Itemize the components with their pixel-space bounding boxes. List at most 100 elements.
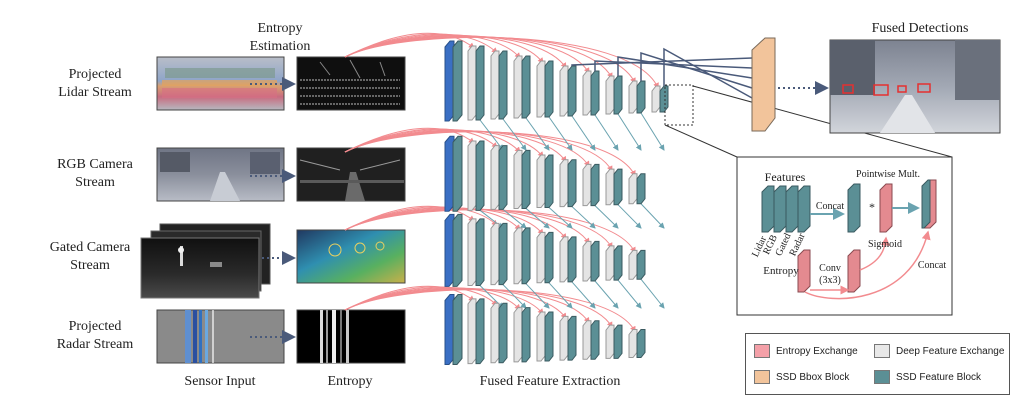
ssd-feature-block [567, 159, 577, 208]
deep-feature-block [582, 70, 592, 116]
feature-exchange-line [594, 114, 619, 151]
legend-item-deep-feature-exchange: Deep Feature Exchange [874, 344, 1004, 358]
feature-block-group [582, 163, 600, 207]
feature-exchange-line [640, 203, 665, 229]
ssd-bbox-block [751, 37, 776, 132]
legend: Entropy Exchange Deep Feature Exchange S… [745, 333, 1010, 395]
deep-feature-block [559, 236, 569, 283]
ssd-feature-block [475, 45, 485, 121]
deep-feature-block [582, 240, 592, 282]
legend-swatch [754, 344, 770, 358]
feature-block-group [444, 294, 463, 365]
deep-feature-block [490, 50, 500, 120]
deep-feature-block [628, 173, 638, 205]
ssd-feature-block [590, 163, 600, 207]
feature-exchange-line [548, 282, 573, 309]
feature-exchange-line [502, 284, 527, 309]
ssd-feature-block [475, 218, 485, 286]
feature-block-group [628, 80, 646, 114]
deep-feature-block [490, 302, 500, 364]
deep-feature-block [467, 45, 477, 121]
gated-entropy-image [296, 229, 406, 284]
radar-entropy-image [296, 309, 406, 364]
ssd-feature-block [567, 65, 577, 117]
detail-entropy-label: Entropy [763, 265, 799, 277]
detail-sigmoid-label: Sigmoid [868, 239, 902, 250]
detail-focus-box [664, 84, 694, 126]
feature-block-group [490, 222, 508, 286]
entropy-label: Entropy [327, 374, 373, 389]
deep-feature-block [582, 163, 592, 207]
deep-feature-block [605, 75, 615, 115]
feature-exchange-line [502, 208, 527, 229]
deep-feature-block [536, 311, 546, 362]
fused-feature-extraction-label: Fused Feature Extraction [479, 374, 621, 389]
detail-sigmoid-block [879, 183, 893, 233]
entropy-exchange-arrows [344, 32, 659, 333]
deep-feature-block [628, 80, 638, 114]
feature-block-group [536, 311, 554, 362]
entropy-arrow [344, 36, 659, 89]
deep-feature-block [467, 218, 477, 286]
feature-block-group [444, 135, 463, 212]
entropy-arrow [344, 209, 636, 254]
feature-exchange-line [525, 283, 550, 309]
rgb-entropy-image [296, 147, 406, 202]
feature-block-group [467, 140, 485, 211]
feature-block-group [444, 40, 463, 122]
legend-item-entropy-exchange: Entropy Exchange [754, 344, 858, 358]
ssd-feature-block [521, 149, 531, 209]
feature-block-group [536, 154, 554, 208]
deep-feature-block [651, 85, 661, 113]
ssd-feature-block [659, 85, 669, 113]
feature-block-group [582, 240, 600, 282]
ssd-feature-block [544, 154, 554, 208]
feature-block-group [536, 231, 554, 284]
ssd-feature-block [636, 80, 646, 114]
ssd-feature-block [613, 75, 623, 115]
feature-block-group [513, 227, 531, 285]
stream-label-lidar: Projected Lidar Stream [58, 67, 132, 100]
ssd-feature-block [590, 70, 600, 116]
detail-arrows [804, 202, 931, 300]
deep-feature-block [582, 320, 592, 360]
feature-block-group [605, 245, 623, 281]
feature-block-group [559, 315, 577, 361]
detail-connector-top [692, 85, 953, 158]
radar-input-image [156, 309, 285, 364]
ssd-feature-block [590, 240, 600, 282]
deep-feature-block [467, 140, 477, 211]
feature-block-group [467, 45, 485, 121]
feature-exchange-line [617, 113, 642, 151]
legend-swatch [874, 344, 890, 358]
feature-block-group [513, 149, 531, 209]
sensor-input-label: Sensor Input [184, 374, 256, 389]
feature-block-group [582, 70, 600, 116]
deep-feature-block [490, 222, 500, 286]
lidar-entropy-image [296, 56, 406, 111]
deep-feature-block [628, 249, 638, 280]
ssd-feature-block [498, 302, 508, 364]
deep-feature-block [559, 65, 569, 117]
entropy-estimation-label: Entropy Estimation [249, 21, 311, 54]
fused-detections-image [829, 39, 1001, 134]
bbox-line [594, 60, 753, 71]
feature-block-group [605, 75, 623, 115]
feature-block-group [559, 159, 577, 208]
deep-feature-block [490, 145, 500, 210]
deep-feature-block [605, 245, 615, 281]
ssd-feature-block [636, 173, 646, 205]
ssd-feature-block [498, 145, 508, 210]
entropy-arrow [344, 289, 636, 333]
feature-block-group [467, 298, 485, 365]
detail-pointwise-label: Pointwise Mult. [856, 169, 920, 180]
feature-exchange-line [479, 119, 504, 151]
ssd-feature-block [544, 60, 554, 118]
feature-block-group [490, 145, 508, 210]
detail-entropy-block [797, 249, 811, 293]
bbox-line [617, 56, 753, 79]
ssd-feature-block [590, 320, 600, 360]
ssd-feature-block [452, 294, 463, 365]
feature-exchange-line [594, 280, 619, 309]
